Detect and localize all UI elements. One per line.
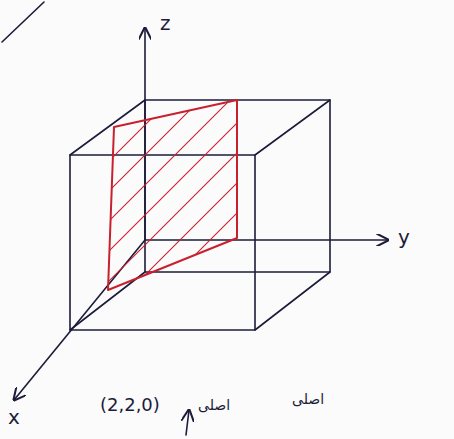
plane-outline [108,100,237,290]
y-axis [145,239,388,241]
point-coordinates: (2,2,0) [100,395,160,415]
axis-label: x [8,406,20,428]
cube-edge [255,100,330,155]
cube-edge [255,272,330,330]
axis-label: y [398,226,410,248]
page-stroke [2,2,44,42]
note-text: اصلی [292,392,324,407]
pointer-arrow [186,410,189,435]
note-text: اصلی [198,398,230,413]
plane-hatching [0,60,380,360]
cube-edge [70,100,145,155]
z-axis [144,28,146,240]
axis-label: z [160,12,171,34]
